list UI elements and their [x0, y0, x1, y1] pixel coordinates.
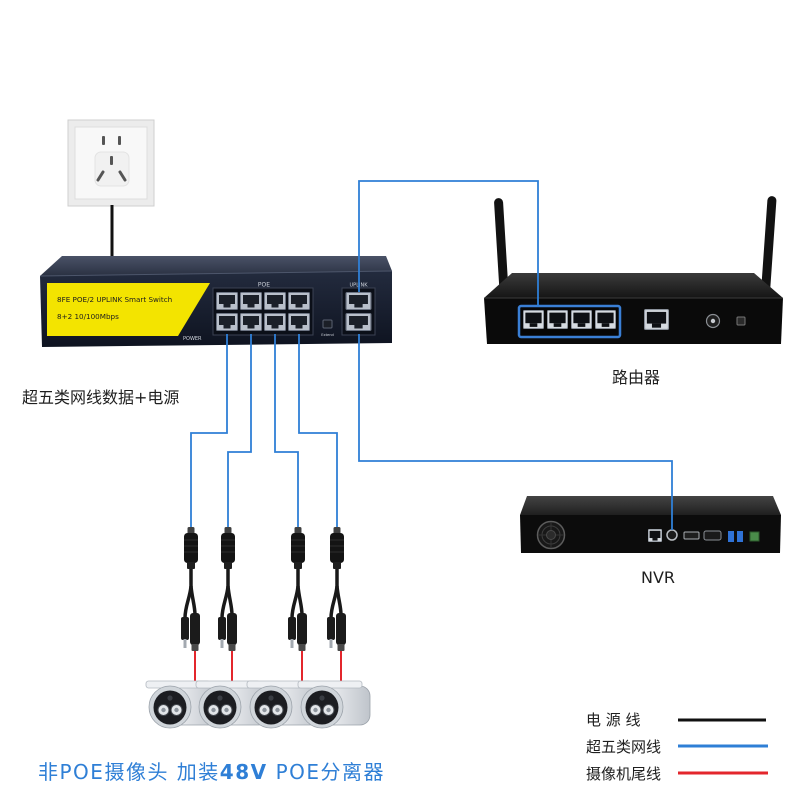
- poe-splitter-2: [216, 525, 239, 653]
- caption-highlight: 48V: [220, 760, 268, 784]
- poe-port-7: [264, 313, 286, 331]
- nvr-audio-port: [749, 531, 760, 542]
- legend: 电 源 线 超五类网线 摄像机尾线: [586, 711, 768, 783]
- switch-model-line-1: 8FE POE/2 UPLINK Smart Switch: [57, 295, 172, 304]
- poe-cable-4: [298, 334, 338, 527]
- switch-label-panel: [47, 283, 210, 336]
- router-lan-port-frame: [517, 304, 622, 339]
- extend-label: Extend: [321, 333, 334, 337]
- caption-suffix: POE分离器: [276, 760, 385, 784]
- legend-label-power: 电 源 线: [586, 711, 641, 729]
- switch-model-line-2: 8+2 10/100Mbps: [57, 312, 119, 321]
- uplink-to-nvr-cable: [358, 334, 673, 530]
- router-power-jack: [705, 313, 721, 329]
- uplink-port-group: [341, 287, 376, 336]
- poe-port-3: [264, 292, 286, 310]
- poe-cable-2: [227, 334, 252, 527]
- legend-row-camera-tail: 摄像机尾线: [586, 765, 768, 783]
- router-lan-port-2: [547, 310, 568, 329]
- poe-port-group: [212, 287, 314, 336]
- router-reset-button: [736, 316, 746, 326]
- nvr-top-face: [520, 496, 781, 515]
- extend-button: [322, 319, 333, 329]
- nvr-vga-port: [703, 530, 722, 541]
- poe-splitter-1: [179, 525, 202, 653]
- socket-hole: [102, 136, 105, 145]
- poe-cable-1: [190, 334, 228, 527]
- switch-power-label: POWER: [183, 336, 202, 342]
- nvr-usb-port-1: [728, 531, 734, 542]
- router-antenna-right: [760, 196, 777, 302]
- caption-prefix: 非POE摄像头 加装: [38, 760, 220, 784]
- bullet-camera-4: [297, 680, 371, 729]
- uplink-to-router-cable: [358, 180, 539, 307]
- socket-slanted-holes: [96, 170, 127, 182]
- poe-port-1: [216, 292, 238, 310]
- nvr-lan-port: [648, 529, 662, 542]
- router-lan-port-4: [595, 310, 616, 329]
- router-lan-ports: [517, 304, 622, 339]
- nvr-usb-port-2: [737, 531, 743, 542]
- legend-row-network: 超五类网线: [586, 738, 768, 756]
- nvr: [520, 496, 781, 553]
- poe-cable-3: [274, 334, 299, 527]
- socket-ground-hole: [110, 156, 113, 165]
- router: [484, 196, 783, 344]
- poe-splitter-3: [286, 525, 309, 653]
- legend-label-camera-tail: 摄像机尾线: [586, 765, 661, 783]
- cable-label: 超五类网线数据+电源: [22, 388, 179, 407]
- wall-socket: [67, 119, 155, 207]
- uplink-port-1: [345, 292, 372, 310]
- poe-port-6: [240, 313, 262, 331]
- poe-port-2: [240, 292, 262, 310]
- poe-port-4: [288, 292, 310, 310]
- router-top-face: [484, 273, 783, 298]
- nvr-fan: [536, 520, 566, 550]
- nvr-video-port: [666, 529, 678, 541]
- socket-recess: [94, 151, 130, 187]
- router-label: 路由器: [612, 368, 660, 387]
- poe-switch: 8FE POE/2 UPLINK Smart Switch 8+2 10/100…: [39, 256, 393, 347]
- poe-splitter-4: [325, 525, 348, 653]
- switch-top-face: [40, 256, 392, 276]
- legend-label-network: 超五类网线: [586, 738, 661, 756]
- poe-port-8: [288, 313, 310, 331]
- nvr-hdmi-port: [683, 531, 700, 540]
- poe-port-5: [216, 313, 238, 331]
- switch-front-edge: [39, 270, 393, 277]
- legend-row-power: 电 源 线: [586, 711, 766, 729]
- router-antenna-left: [494, 198, 509, 302]
- nvr-label: NVR: [641, 568, 675, 587]
- socket-hole: [118, 136, 121, 145]
- caption: 非POE摄像头 加装48V POE分离器: [38, 760, 385, 784]
- router-lan-port-1: [523, 310, 544, 329]
- router-lan-port-3: [571, 310, 592, 329]
- poe-group-label: POE: [258, 282, 270, 289]
- router-wan-port: [644, 309, 669, 330]
- uplink-port-2: [345, 313, 372, 331]
